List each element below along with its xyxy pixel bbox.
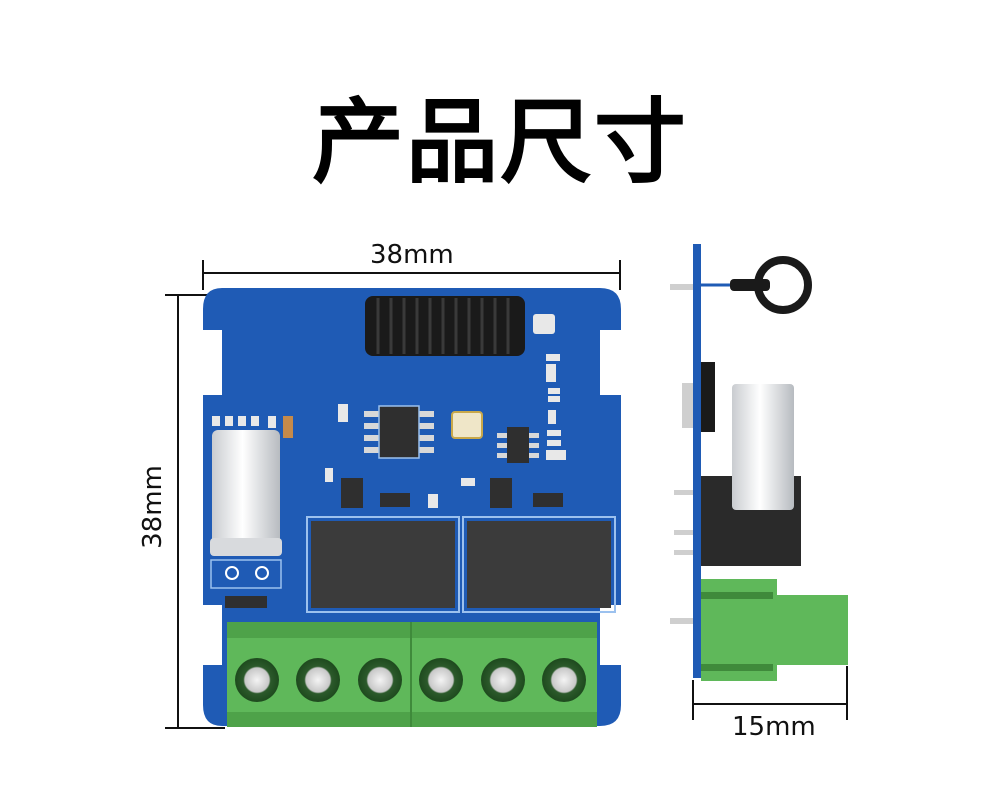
height-dimension-line [177,295,179,728]
relay-1 [306,516,460,613]
width-dimension-tick-left [202,260,204,290]
height-dimension-tick-top [165,294,222,296]
depth-dimension-tick-left [692,680,694,720]
antenna-coil [365,296,555,356]
height-dimension-tick-bottom [165,727,225,729]
side-view-board [670,244,848,681]
width-dimension-line [203,272,620,274]
terminal-block [227,622,597,727]
capacitor-front [210,416,293,608]
relay-2 [462,516,616,613]
page-title: 产品尺寸 [311,89,688,196]
width-dimension-label: 38mm [370,240,454,270]
depth-dimension-line [693,703,847,705]
ic-sop8 [364,405,434,459]
depth-dimension-label: 15mm [732,712,816,742]
depth-dimension-tick-right [846,666,848,720]
width-dimension-tick-right [619,260,621,290]
